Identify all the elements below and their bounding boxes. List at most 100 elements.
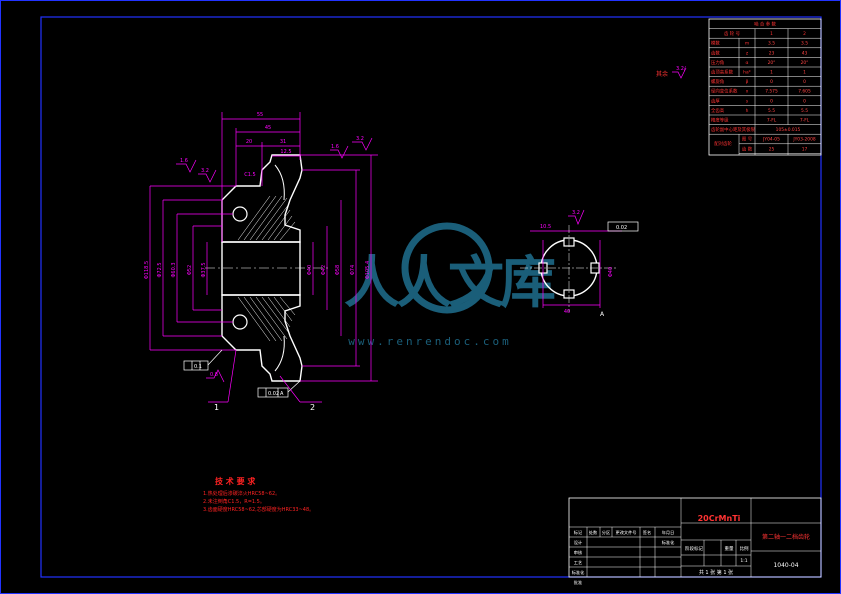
dim-d-left-3: Φ60.3 <box>171 262 177 277</box>
role-label: 标准化 <box>572 569 585 576</box>
param-row-symbol: z <box>746 51 749 56</box>
pair-value: JY03-2008 <box>792 137 816 143</box>
param-row-value: 7.575 <box>765 89 778 95</box>
mark-2: 2 <box>310 403 315 412</box>
spline-end-view: 3.2 0.02 10.5 Φ40 40 A <box>520 209 639 318</box>
part-leaders <box>208 349 322 403</box>
scale-value: 1:1 <box>740 558 747 564</box>
param-row-symbol: α <box>746 61 749 66</box>
dim-20: 20 <box>246 139 252 145</box>
tech-line-3: 3.齿面硬度HRC58~62,芯部硬度为HRC33~48。 <box>203 506 314 513</box>
dim-55: 55 <box>257 112 263 118</box>
param-row-value: 7.605 <box>798 89 811 95</box>
dim-d-left-4: Φ52 <box>187 265 193 275</box>
rough-3: 1.6 <box>331 144 339 150</box>
rough-1: 1.6 <box>180 158 188 164</box>
param-row-value: 3.5 <box>768 41 775 47</box>
rough-5: 0.8 <box>210 372 218 378</box>
param-row-label: 全齿高 <box>711 107 725 114</box>
groove-upper <box>232 206 248 222</box>
spline-tol: 0.02 <box>616 225 627 231</box>
spline-rough: 3.2 <box>572 210 580 216</box>
hatch-lower <box>237 296 296 342</box>
dim-d-right-1: Φ42 <box>321 265 327 275</box>
param-row-value: 0 <box>770 79 773 85</box>
technical-requirements: 技 术 要 求 1.热处理后渗碳淬火HRC58~62。 2.未注倒角C1.5，R… <box>203 476 314 513</box>
watermark-url: www.renrendoc.com <box>348 335 512 348</box>
param-row-value: 1 <box>803 70 806 76</box>
rough-2: 3.2 <box>201 168 209 174</box>
param-col-header: 2 <box>803 31 806 37</box>
watermark-brand: 人人文库 <box>344 251 555 316</box>
param-row-value: 20° <box>768 60 776 66</box>
param-row-symbol: m <box>745 42 749 47</box>
bore <box>221 241 301 296</box>
param-table-title: 啮 合 参 数 <box>754 21 776 28</box>
param-row-symbol: x <box>746 90 749 95</box>
title-block-grid <box>569 498 821 577</box>
param-col-header: 齿 轮 号 <box>724 30 741 37</box>
param-table-border <box>708 18 822 156</box>
tooth-profile-upper <box>274 164 285 201</box>
pair-label: 配对齿轮 <box>714 140 732 147</box>
role-label: 工艺 <box>574 560 582 565</box>
spline-ref: A <box>600 311 605 318</box>
param-row-value: 0 <box>803 79 806 85</box>
mark-1: 1 <box>214 403 219 412</box>
pair-value: 25 <box>769 146 775 152</box>
rough-4: 3.2 <box>356 136 364 142</box>
param-row-value: 23 <box>769 50 775 56</box>
param-row-value: 5.5 <box>801 108 808 114</box>
tolerance-frames <box>183 349 301 398</box>
param-col-header: 1 <box>770 31 773 37</box>
param-row-value: 5.5 <box>768 108 775 114</box>
tol-1: 0.1 <box>194 364 202 370</box>
title-block-border <box>568 497 822 578</box>
param-row-value: 3.5 <box>801 41 808 47</box>
spline-len: 40 <box>564 309 570 315</box>
tooth-profile-lower <box>274 335 285 372</box>
role-label: 批准 <box>574 579 582 586</box>
pair-sub-label: 齿 数 <box>742 145 753 152</box>
gear-section-view: 55 45 20 31 12.5 C1.5 Φ118.5 Φ72.5 Φ60.3… <box>144 112 378 412</box>
param-row-label: 螺旋角 <box>711 78 724 85</box>
material: 20CrMnTi <box>698 514 741 523</box>
gear-outline-lower <box>221 294 303 382</box>
drawing-number: 1040-04 <box>773 562 798 569</box>
param-row-label: 齿轮副中心距及其极限 <box>711 126 756 133</box>
param-row-label: 精度等级 <box>711 117 729 124</box>
watermark-circle <box>401 222 493 314</box>
tol-ref-a: A <box>280 391 284 397</box>
dim-d-left-1: Φ118.5 <box>144 261 150 279</box>
spline-dimensions <box>530 209 622 308</box>
title-block-cells: 标记处数分区更改文件号签名年月日设计审核工艺标准化批准标准化 <box>572 529 675 586</box>
dim-d-bore: Φ40 <box>307 265 313 275</box>
scale-label: 比例 <box>740 545 749 552</box>
param-row-symbol: s <box>746 99 749 104</box>
title-block: 标记处数分区更改文件号签名年月日设计审核工艺标准化批准标准化 20CrMnTi … <box>568 497 822 586</box>
hatch-upper <box>237 195 296 241</box>
revision-header: 处数 <box>589 529 598 536</box>
right-diameter-dimensions <box>300 154 378 382</box>
revision-header: 标记 <box>574 529 583 536</box>
dim-31: 31 <box>280 139 286 145</box>
param-row-value: 43 <box>802 50 808 56</box>
dim-d-left-2: Φ72.5 <box>157 262 163 277</box>
left-diameter-dimensions <box>149 185 236 351</box>
revision-header: 更改文件号 <box>616 529 637 536</box>
param-row-value: 7-FL <box>767 118 777 124</box>
pair-value: 17 <box>802 146 808 152</box>
spline-tol-frame <box>607 221 639 232</box>
spline-width: 10.5 <box>540 224 551 230</box>
inner-frame <box>40 16 822 578</box>
groove-lower <box>232 314 248 330</box>
param-row-label: 齿顶高系数 <box>711 69 734 76</box>
dim-d-left-5: Φ37.5 <box>201 262 207 277</box>
dim-12-5: 12.5 <box>280 149 291 155</box>
pair-value: JY04-05 <box>762 137 780 143</box>
part-name: 第二轴一二档齿轮 <box>762 533 810 541</box>
revision-header: 分区 <box>602 529 610 536</box>
roughness-other-mark <box>672 67 687 79</box>
